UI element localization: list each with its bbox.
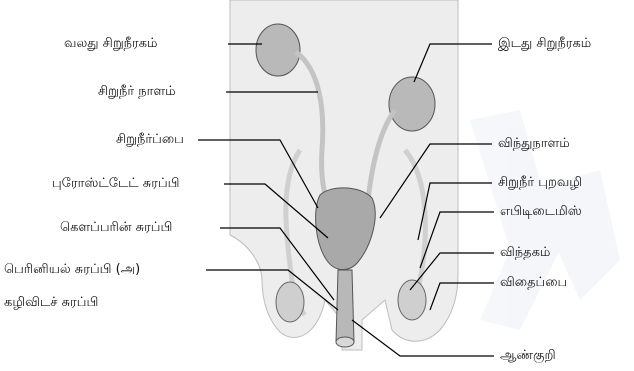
label-right-kidney: வலது சிறுநீரகம்	[64, 36, 158, 52]
label-epididymis: எபிடிடைமிஸ்	[500, 204, 582, 220]
label-cowpers-gland: கௌப்பரின் சுரப்பி	[60, 220, 172, 236]
penis-shape	[336, 270, 354, 342]
label-vas-deferens: விந்துநாளம்	[498, 136, 570, 152]
label-prostate: புரோஸ்ட்டேட் சுரப்பி	[52, 176, 180, 192]
left-kidney-shape	[389, 77, 435, 131]
label-bladder: சிறுநீர்ப்பை	[116, 132, 184, 148]
label-ureter: சிறுநீர் நாளம்	[98, 84, 176, 100]
label-perineal-gland-alt: கழிவிடச் சுரப்பி	[4, 295, 98, 311]
label-left-kidney: இடது சிறுநீரகம்	[498, 36, 591, 52]
label-testis: விந்தகம்	[500, 245, 550, 261]
penis-tip	[336, 337, 354, 347]
label-perineal-gland: பெரினியல் சுரப்பி (அ)	[4, 262, 140, 278]
right-kidney-shape	[256, 24, 300, 76]
left-testis-shape	[398, 280, 426, 320]
label-urethral-meatus: சிறுநீர் புறவழி	[498, 175, 582, 191]
label-penis: ஆண்குறி	[500, 348, 556, 364]
right-testis-shape	[276, 282, 304, 322]
label-scrotum: விதைப்பை	[500, 275, 567, 291]
